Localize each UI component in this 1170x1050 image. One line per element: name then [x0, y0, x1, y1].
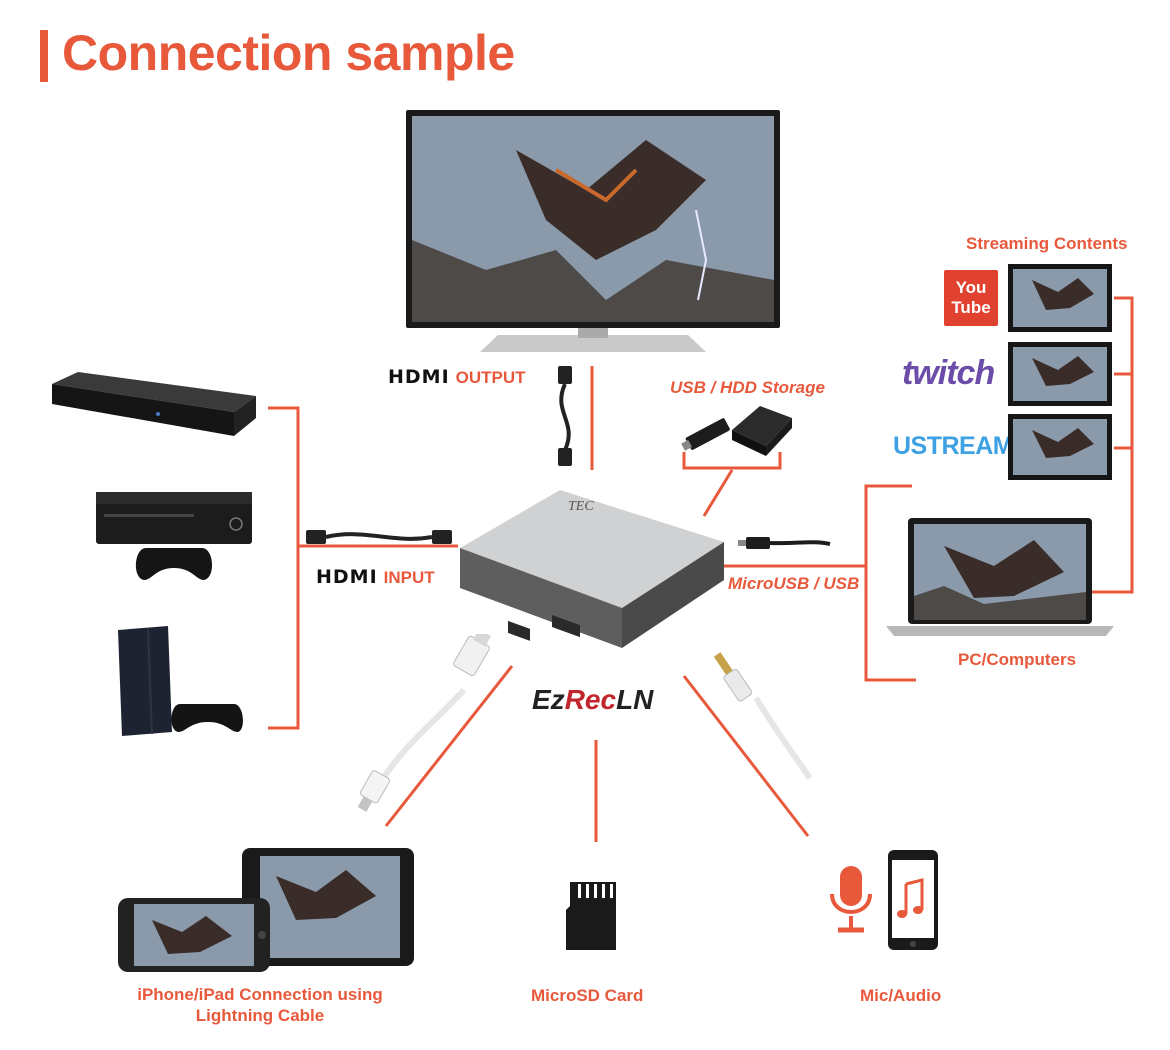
console-bracket-line	[268, 406, 300, 730]
ezrecln-device-icon: TEC	[460, 490, 724, 648]
ustream-thumbnail	[1008, 414, 1112, 480]
streaming-label: Streaming Contents	[966, 234, 1128, 253]
bluray-player-icon	[52, 372, 256, 436]
input-text: INPUT	[383, 568, 435, 587]
microusb-label: MicroUSB / USB	[728, 574, 860, 593]
storage-bracket-line	[682, 452, 782, 470]
pc-bracket-line	[864, 484, 916, 682]
usb-drive-icon	[681, 418, 730, 451]
stream-thumbnails	[1008, 264, 1112, 480]
ps4-icon	[118, 626, 243, 736]
streaming-bracket-line	[1090, 296, 1134, 594]
usb-storage-label: USB / HDD Storage	[670, 378, 825, 397]
twitch-logo: twitch	[902, 354, 995, 392]
hdmi-output-label: HDMI OUTPUT	[388, 366, 526, 389]
ustream-logo: USTREAM	[893, 432, 1014, 460]
iphone-label-line-1: iPhone/iPad Connection using	[137, 985, 383, 1004]
youtube-text-2: Tube	[951, 298, 991, 317]
brand-part-2: Rec	[564, 684, 617, 715]
audio-cable-icon	[713, 652, 813, 780]
output-text: OUTPUT	[455, 368, 526, 387]
music-phone-icon	[888, 850, 938, 950]
microsd-icon	[566, 882, 616, 950]
hdmi-cable-icon	[306, 530, 452, 544]
microphone-icon	[830, 866, 872, 933]
xbox-one-icon	[96, 492, 252, 580]
hdmi-logo: HDMI	[316, 566, 378, 588]
tv-icon	[406, 110, 780, 352]
brand-name: EzRecLN	[532, 684, 653, 716]
storage-line	[702, 469, 734, 517]
iphone-line	[384, 665, 514, 827]
twitch-thumbnail	[1008, 342, 1112, 406]
laptop-icon	[886, 518, 1114, 636]
microsd-label: MicroSD Card	[531, 986, 644, 1005]
page-title: Connection sample	[62, 25, 515, 81]
device-logo: TEC	[568, 499, 594, 514]
youtube-thumbnail	[1008, 264, 1112, 332]
lightning-cable-icon	[357, 634, 492, 812]
ipad-icon	[242, 848, 414, 966]
hdd-icon	[732, 406, 792, 456]
audio-line	[682, 675, 810, 837]
pc-label: PC/Computers	[958, 650, 1077, 669]
iphone-icon	[118, 898, 270, 972]
title-accent-bar	[40, 30, 48, 82]
youtube-text-1: You	[955, 278, 987, 297]
hdmi-input-label: HDMI INPUT	[316, 566, 435, 589]
microusb-cable-icon	[738, 537, 831, 549]
brand-part-1: Ez	[532, 684, 565, 715]
hdmi-cable-icon	[558, 366, 572, 466]
iphone-label-line-2: Lightning Cable	[195, 1006, 325, 1025]
hdmi-logo: HDMI	[388, 366, 450, 388]
mic-label: Mic/Audio	[860, 986, 942, 1005]
brand-part-3: LN	[616, 684, 654, 715]
